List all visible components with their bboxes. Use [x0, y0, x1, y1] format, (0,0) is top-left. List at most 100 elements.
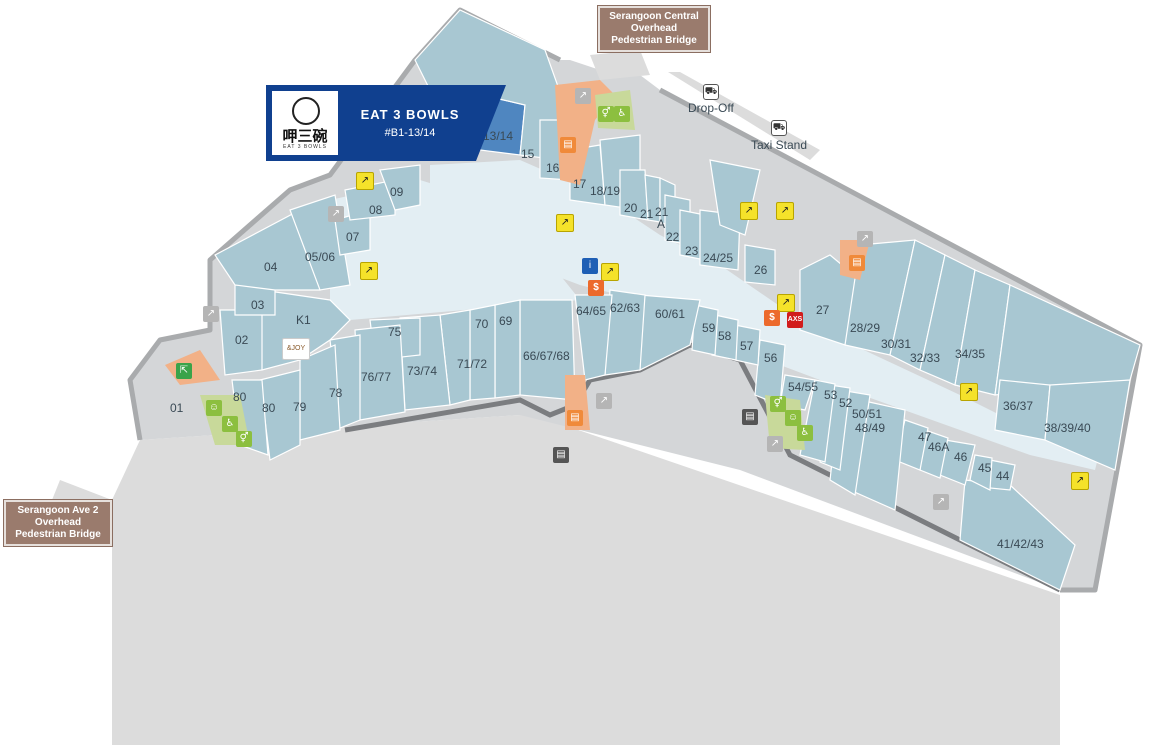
escalator-icon: ↗	[1071, 472, 1089, 490]
label-22: 22	[666, 230, 680, 244]
car-icon: ⛟	[703, 84, 719, 100]
label-36-37: 36/37	[1003, 399, 1033, 413]
travelator-icon: ↗	[857, 231, 873, 247]
label-54-55: 54/55	[788, 380, 818, 394]
label-05-06: 05/06	[305, 250, 335, 264]
label-26: 26	[754, 263, 768, 277]
toilet-icon: ⚥	[598, 106, 614, 122]
escalator-icon: ↗	[356, 172, 374, 190]
bridge-west	[105, 440, 195, 520]
label-32-33: 32/33	[910, 351, 940, 365]
label-17: 17	[573, 177, 587, 191]
serangoon-central-bridge-sign: Serangoon Central Overhead Pedestrian Br…	[598, 6, 710, 52]
label-08: 08	[369, 203, 383, 217]
label-56: 56	[764, 351, 778, 365]
escalator-icon: ↗	[776, 202, 794, 220]
serangoon-ave2-bridge-sign: Serangoon Ave 2 Overhead Pedestrian Brid…	[4, 500, 112, 546]
fire-exit-icon: ⇱	[176, 363, 192, 379]
label-71-72: 71/72	[457, 357, 487, 371]
taxi-stand-label: Taxi Stand	[751, 138, 808, 152]
label-15: 15	[521, 147, 535, 161]
label-21a-1: 21	[655, 205, 669, 219]
label-38-39-40: 38/39/40	[1044, 421, 1091, 435]
and-joy-logo: &JOY	[282, 338, 310, 360]
unit-38-39-40[interactable]	[1044, 379, 1131, 471]
store-logo-en: EAT 3 BOWLS	[283, 144, 327, 150]
sign-line: Serangoon Ave 2	[17, 505, 99, 516]
label-69: 69	[499, 314, 513, 328]
label-24-25: 24/25	[703, 251, 733, 265]
label-09: 09	[390, 185, 404, 199]
accessible-toilet-icon: ♿	[222, 416, 238, 432]
lift-icon: ▤	[567, 410, 583, 426]
sign-line: Pedestrian Bridge	[15, 529, 101, 540]
label-50-51: 50/51	[852, 407, 882, 421]
unit-59[interactable]	[691, 304, 719, 356]
bowl-icon	[292, 97, 320, 125]
callout-pointer	[476, 85, 506, 161]
label-78: 78	[329, 386, 343, 400]
toilet-icon: ⚥	[236, 431, 252, 447]
travelator-icon: ↗	[933, 494, 949, 510]
label-60-61: 60/61	[655, 307, 685, 321]
store-unit: #B1-13/14	[384, 127, 436, 139]
label-04: 04	[264, 260, 278, 274]
lift-icon: ▤	[742, 409, 758, 425]
label-28-29: 28/29	[850, 321, 880, 335]
travelator-icon: ↗	[203, 306, 219, 322]
label-66-67-68: 66/67/68	[523, 349, 570, 363]
label-44: 44	[996, 469, 1010, 483]
label-45: 45	[978, 461, 992, 475]
label-01: 01	[170, 401, 184, 415]
drop-off-label: Drop-Off	[688, 101, 734, 115]
unit-east-end[interactable]	[994, 284, 1141, 396]
sign-line: Serangoon Central	[609, 11, 699, 22]
label-27: 27	[816, 303, 830, 317]
store-logo-cn: 呷三碗	[282, 127, 328, 145]
label-46: 46	[954, 450, 968, 464]
escalator-icon: ↗	[960, 383, 978, 401]
label-80b: 80	[262, 401, 276, 415]
label-48-49: 48/49	[855, 421, 885, 435]
label-62-63: 62/63	[610, 301, 640, 315]
unit-04[interactable]	[214, 209, 321, 291]
label-30-31: 30/31	[881, 337, 911, 351]
toilet-icon: ⚥	[770, 396, 786, 412]
escalator-icon: ↗	[601, 263, 619, 281]
lift-icon: ▤	[849, 255, 865, 271]
taxi-icon: ⛟	[771, 120, 787, 136]
outer-wall-east	[658, 87, 1143, 593]
axs-icon: AXS	[787, 312, 803, 328]
atm-icon: $	[588, 280, 604, 296]
escalator-icon: ↗	[556, 214, 574, 232]
label-20: 20	[624, 201, 638, 215]
label-18-19: 18/19	[590, 184, 620, 198]
label-53: 53	[824, 388, 838, 402]
sign-line: Overhead	[630, 23, 678, 34]
accessible-toilet-icon: ♿	[614, 106, 630, 122]
store-logo: 呷三碗 EAT 3 BOWLS	[272, 91, 338, 155]
accessible-toilet-icon: ♿	[797, 425, 813, 441]
label-80a: 80	[233, 390, 247, 404]
lift-icon: ▤	[560, 137, 576, 153]
label-75: 75	[388, 325, 402, 339]
unit-45[interactable]	[969, 454, 993, 491]
unit-08[interactable]	[344, 179, 396, 221]
unit-26[interactable]	[744, 244, 776, 286]
label-64-65: 64/65	[576, 304, 606, 318]
label-34-35: 34/35	[955, 347, 985, 361]
label-21a-2: A	[657, 217, 665, 231]
unit-09[interactable]	[379, 164, 421, 211]
label-76-77: 76/77	[361, 370, 391, 384]
inner-walkway	[330, 180, 580, 330]
label-73-74: 73/74	[407, 364, 437, 378]
travelator-icon: ↗	[596, 393, 612, 409]
label-41-42-43: 41/42/43	[997, 537, 1044, 551]
sign-line: Overhead	[34, 517, 82, 528]
escalator-icon: ↗	[740, 202, 758, 220]
label-58: 58	[718, 329, 732, 343]
information-icon: i	[582, 258, 598, 274]
store-callout[interactable]: 呷三碗 EAT 3 BOWLS EAT 3 BOWLS #B1-13/14	[266, 85, 476, 161]
